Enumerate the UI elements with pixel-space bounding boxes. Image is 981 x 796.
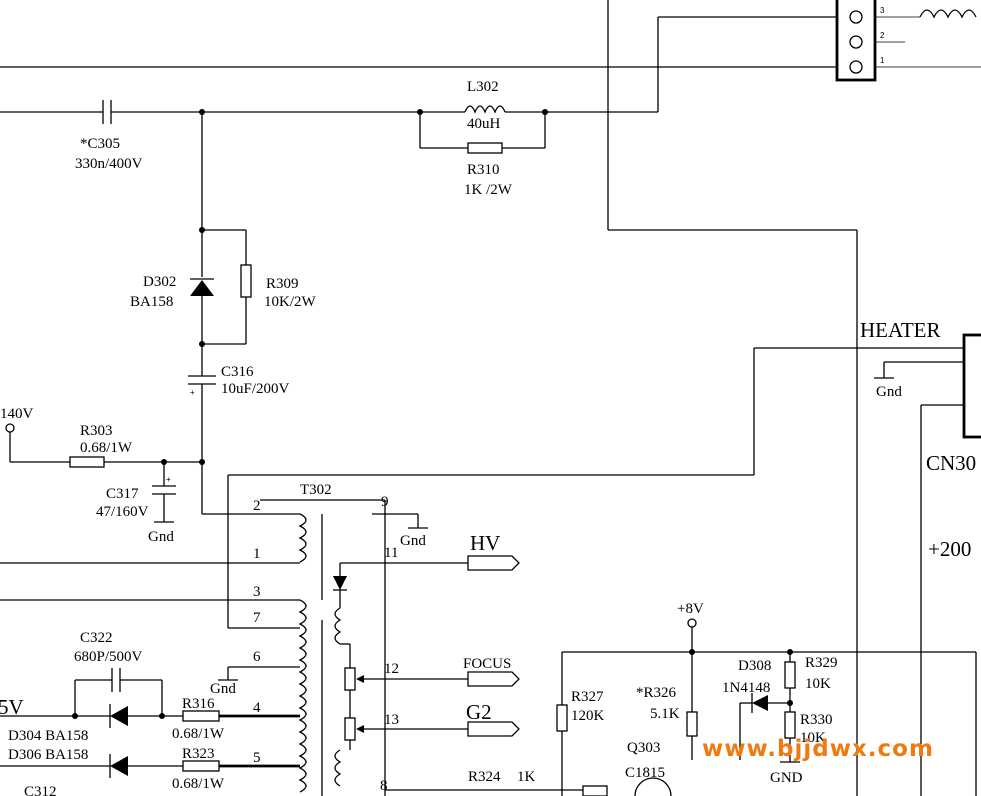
r323-label: R323	[182, 746, 215, 762]
q303-label: Q303	[627, 740, 660, 756]
r326-value: 5.1K	[650, 706, 680, 722]
r327-label: R327	[571, 689, 604, 705]
r330-label: R330	[800, 712, 833, 728]
hv-label: HV	[470, 531, 500, 555]
transformer-t302: T302 2 1 3 7 6 4 5 9 11 12 13 8 Gnd	[0, 482, 399, 796]
heater-connector: HEATER Gnd CN30 +200	[860, 318, 981, 561]
t302-pin-11: 11	[384, 545, 398, 561]
r324-value: 1K	[517, 769, 536, 785]
c322-label: C322	[80, 630, 113, 646]
connector-pin-2: 2	[880, 31, 885, 40]
c317-label: C317	[106, 486, 139, 502]
t302-pin-4: 4	[253, 700, 261, 716]
inductor-l302: L302 40uH	[417, 79, 548, 132]
g2-label: G2	[466, 700, 492, 724]
focus-label: FOCUS	[463, 656, 511, 672]
gnd-label-r330: GND	[770, 770, 803, 786]
gnd-label-pin6: Gnd	[210, 681, 236, 697]
svg-text:+: +	[166, 475, 171, 484]
r303-label: R303	[80, 423, 113, 439]
r323-value: 0.68/1W	[172, 776, 225, 792]
r310-label: R310	[467, 162, 500, 178]
r330-value: 10K	[800, 730, 826, 746]
c305-label: *C305	[80, 136, 120, 152]
control-circuit: R327 120K +8V *R326 5.1K Q303 C1815 D308…	[556, 601, 976, 796]
c316-label: C316	[221, 364, 254, 380]
gnd-pin9: Gnd	[372, 513, 428, 549]
v8-label: +8V	[677, 601, 704, 617]
t302-pin-6: 6	[253, 649, 261, 665]
d302-label: D302	[143, 274, 176, 290]
t302-pin-13: 13	[384, 712, 399, 728]
supply-140v: 140V R303 0.68/1W	[0, 406, 205, 468]
r329-label: R329	[805, 655, 838, 671]
t302-pin-5: 5	[253, 750, 261, 766]
c322-value: 680P/500V	[74, 649, 143, 665]
r326-label: *R326	[636, 685, 677, 701]
r309-value: 10K/2W	[264, 294, 317, 310]
t302-pin-8: 8	[380, 778, 388, 794]
resistor-r324: R324 1K	[385, 769, 608, 796]
t302-pin-9: 9	[381, 494, 389, 510]
r327-value: 120K	[571, 708, 605, 724]
gnd-label-heater: Gnd	[876, 384, 902, 400]
svg-text:+: +	[190, 388, 195, 397]
t302-pin-12: 12	[384, 661, 399, 677]
capacitor-c317: + C317 47/160V Gnd	[96, 462, 176, 545]
c317-value: 47/160V	[96, 504, 149, 520]
r329-value: 10K	[805, 676, 831, 692]
connector-top-right: 3 2 1	[835, 0, 981, 82]
d306-label: D306 BA158	[8, 747, 88, 763]
gnd-label-c317: Gnd	[148, 529, 174, 545]
watermark-text: www.bjjdwx.com	[702, 736, 934, 762]
t302-label: T302	[300, 482, 332, 498]
heater-label: HEATER	[860, 318, 941, 342]
cn30-label: CN30	[926, 451, 976, 475]
q303-value: C1815	[625, 765, 665, 781]
d308-value: 1N4148	[722, 680, 770, 696]
r309-label: R309	[266, 276, 299, 292]
r316-value: 0.68/1W	[172, 726, 225, 742]
r316-label: R316	[182, 696, 215, 712]
t302-pin-1: 1	[253, 546, 261, 562]
t302-pin-7: 7	[253, 610, 261, 626]
c305-value: 330n/400V	[75, 156, 143, 172]
v140-label: 140V	[0, 406, 34, 422]
d308-label: D308	[738, 658, 771, 674]
c316-value: 10uF/200V	[221, 381, 290, 397]
gnd-label-pin9: Gnd	[400, 533, 426, 549]
l302-label: L302	[467, 79, 499, 95]
l302-value: 40uH	[467, 116, 501, 132]
d304-label: D304 BA158	[8, 728, 88, 744]
v200-label: +200	[928, 537, 971, 561]
capacitor-c305: *C305 330n/400V	[75, 100, 143, 172]
hv-secondary: HV FOCUS G2	[333, 531, 520, 787]
r324-label: R324	[468, 769, 501, 785]
v5-label: 5V	[0, 695, 24, 719]
t302-pin-2: 2	[253, 498, 261, 514]
resistor-r310: R310 1K /2W	[419, 112, 546, 198]
capacitor-c316: + C316 10uF/200V	[188, 364, 290, 514]
d302-value: BA158	[130, 294, 173, 310]
r303-value: 0.68/1W	[80, 440, 133, 456]
connector-pin-3: 3	[880, 6, 885, 15]
d302-r309-branch: D302 BA158 R309 10K/2W	[130, 109, 317, 376]
c312-label: C312	[24, 784, 57, 796]
t302-pin-3: 3	[253, 584, 261, 600]
rectifier-d304-d306: C322 680P/500V 5V D304 BA158 D306 BA158 …	[0, 630, 300, 796]
connector-pin-1: 1	[880, 56, 885, 65]
r310-value: 1K /2W	[464, 182, 513, 198]
